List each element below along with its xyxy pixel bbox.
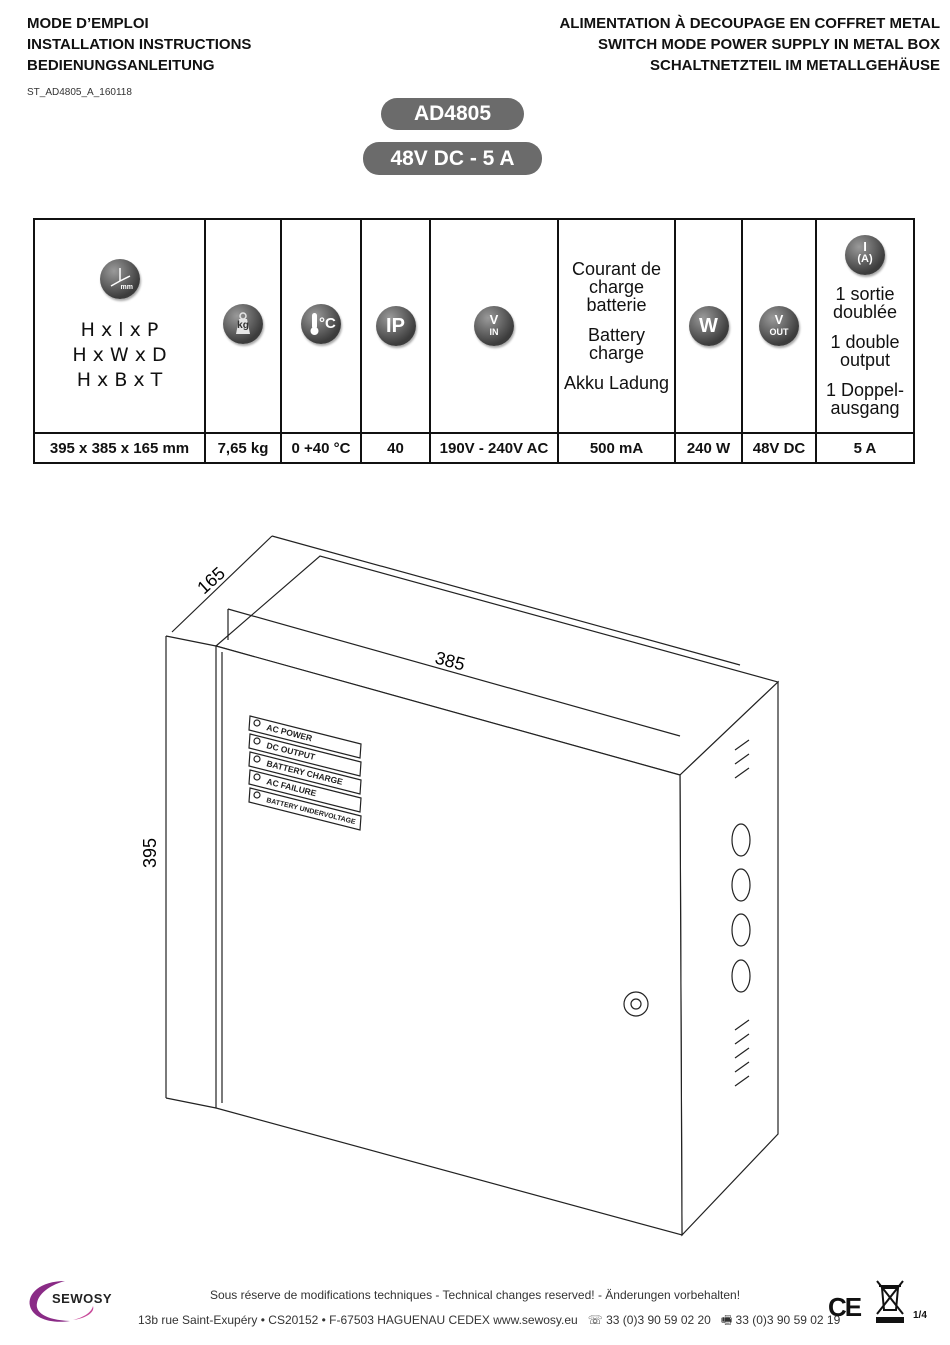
page-number: 1/4 — [913, 1310, 927, 1321]
celsius-label: °C — [319, 314, 336, 332]
dimensions-label-fr: H x l x P — [80, 319, 159, 341]
spec-table: mm H x l x P H x W x D H x B x T kg — [33, 218, 915, 464]
ce-mark: CE — [828, 1292, 862, 1322]
output-label-de: 1 Doppel-ausgang — [825, 380, 905, 418]
fax-icon: 🖷 — [720, 1313, 733, 1327]
upper-vents — [734, 739, 750, 779]
width-dimension-line — [227, 608, 681, 737]
depth-dimension-label: 165 — [193, 563, 229, 598]
dimensions-label-de: H x B x T — [76, 369, 163, 391]
output-label-en: 1 double output — [830, 332, 900, 370]
dimensions-icon: mm — [99, 259, 140, 299]
fax-number: 33 (0)3 90 59 02 19 — [735, 1313, 841, 1327]
header-left-line-3: BEDIENUNGSANLEITUNG — [27, 57, 215, 74]
lock-icon — [623, 991, 649, 1017]
voltage-in-icon: V IN — [474, 306, 514, 346]
address-text: 13b rue Saint-Exupéry • CS20152 • F-6750… — [138, 1313, 578, 1327]
amp-bottom: (A) — [857, 253, 873, 265]
value-power: 240 W — [674, 432, 743, 464]
value-dimensions: 395 x 385 x 165 mm — [33, 432, 206, 464]
sewosy-logo — [29, 1281, 94, 1322]
watt-icon: W — [688, 306, 729, 346]
vout-top: V — [774, 312, 784, 327]
vin-bottom: IN — [489, 327, 499, 337]
dimensions-label-en: H x W x D — [72, 344, 167, 366]
value-temperature: 0 +40 °C — [280, 432, 362, 464]
temperature-cell: °C — [280, 218, 362, 434]
ip-label: IP — [386, 315, 405, 337]
header-right-line-3: SCHALTNETZTEIL IM METALLGEHÄUSE — [650, 57, 940, 74]
led-panel — [248, 715, 362, 831]
output-current-cell: I (A) 1 sortie doublée 1 double output 1… — [815, 218, 915, 434]
model-pill: AD4805 — [381, 98, 524, 130]
battery-charge-cell: Courant de charge batterie Battery charg… — [557, 218, 676, 434]
header-right-line-2: SWITCH MODE POWER SUPPLY IN METAL BOX — [598, 36, 940, 53]
header-left-line-2: INSTALLATION INSTRUCTIONS — [27, 36, 252, 53]
mm-label: mm — [120, 284, 133, 291]
footer-note: Sous réserve de modifications techniques… — [209, 1288, 741, 1302]
kg-weight-icon: kg — [223, 303, 263, 344]
input-voltage-cell: V IN — [429, 218, 559, 434]
depth-dimension-line — [171, 535, 273, 633]
weee-bin-icon — [876, 1280, 904, 1323]
vin-top: V — [489, 312, 499, 327]
dimensions-labels: H x l x P H x W x D H x B x T — [35, 318, 204, 393]
output-label-fr: 1 sortie doublée — [832, 284, 898, 322]
battery-charge-fr: Courant de charge batterie — [571, 259, 662, 315]
cable-knockout — [731, 823, 751, 857]
spec-value-row: 395 x 385 x 165 mm 7,65 kg 0 +40 °C 40 1… — [33, 432, 915, 464]
value-battery-charge: 500 mA — [557, 432, 676, 464]
weight-cell: kg — [204, 218, 282, 434]
battery-charge-de: Akku Ladung — [563, 373, 670, 393]
battery-charge-labels: Courant de charge batterie Battery charg… — [559, 260, 674, 392]
ip-cell: IP — [360, 218, 431, 434]
enclosure-side-face — [679, 680, 779, 1237]
brand-name: SEWOSY — [52, 1291, 113, 1306]
header-right: ALIMENTATION À DECOUPAGE EN COFFRET META… — [559, 13, 940, 76]
header-left: MODE D’EMPLOI INSTALLATION INSTRUCTIONS … — [27, 13, 251, 76]
ip-icon: IP — [375, 306, 416, 346]
header-right-line-1: ALIMENTATION À DECOUPAGE EN COFFRET META… — [559, 15, 940, 32]
phone-icon: ☏ — [587, 1313, 603, 1327]
vout-bottom: OUT — [769, 327, 789, 337]
power-cell: W — [674, 218, 743, 434]
header-left-line-1: MODE D’EMPLOI — [27, 15, 149, 32]
dimensions-cell: mm H x l x P H x W x D H x B x T — [33, 218, 206, 434]
value-ip: 40 — [360, 432, 431, 464]
value-weight: 7,65 kg — [204, 432, 282, 464]
current-icon: I (A) — [845, 235, 885, 275]
amp-top: I — [863, 239, 867, 254]
battery-charge-en: Battery charge — [587, 325, 646, 363]
height-dimension-label: 395 — [140, 838, 160, 868]
watt-label: W — [699, 315, 718, 337]
output-voltage-cell: V OUT — [741, 218, 817, 434]
phone-number: 33 (0)3 90 59 02 20 — [606, 1313, 711, 1327]
spec-icon-row: mm H x l x P H x W x D H x B x T kg — [33, 218, 915, 434]
voltage-out-icon: V OUT — [759, 306, 799, 346]
value-output-current: 5 A — [815, 432, 915, 464]
value-input-voltage: 190V - 240V AC — [429, 432, 559, 464]
lower-vents — [734, 1019, 750, 1087]
output-labels: 1 sortie doublée 1 double output 1 Doppe… — [817, 285, 913, 417]
enclosure-front-face — [215, 645, 683, 1236]
footer-address: 13b rue Saint-Exupéry • CS20152 • F-6750… — [138, 1311, 840, 1332]
kg-label: kg — [237, 319, 249, 331]
value-output-voltage: 48V DC — [741, 432, 817, 464]
rating-pill: 48V DC - 5 A — [363, 142, 542, 175]
thermometer-icon: °C — [301, 303, 341, 344]
document-reference: ST_AD4805_A_160118 — [27, 87, 132, 98]
